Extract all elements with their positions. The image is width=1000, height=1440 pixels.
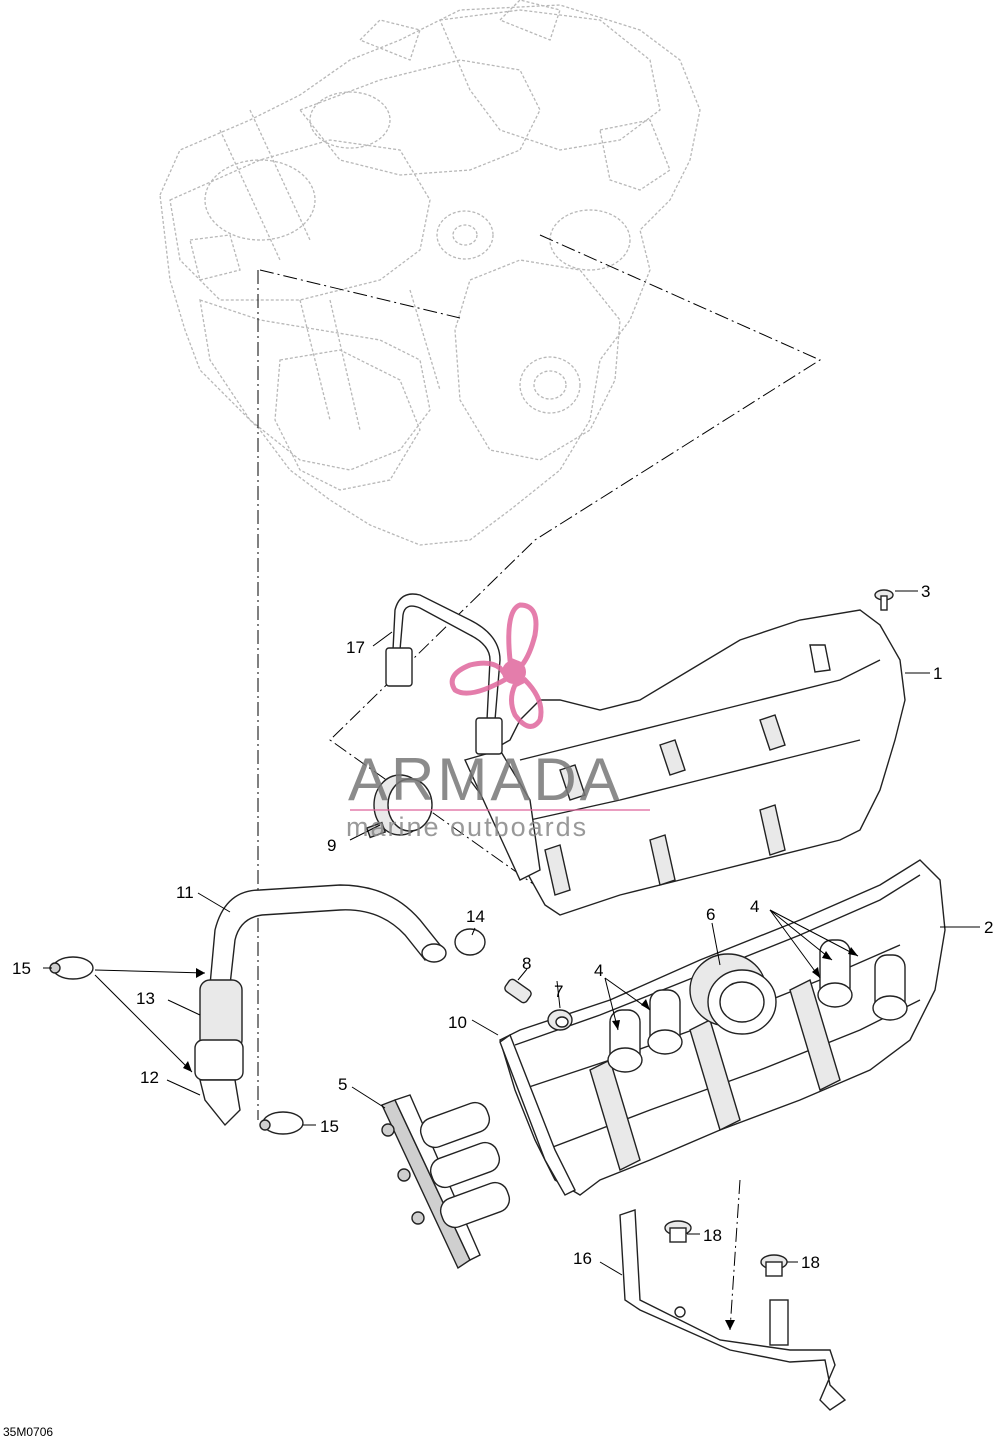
callout-17: 17 xyxy=(346,638,365,657)
callout-7: 7 xyxy=(554,982,563,1001)
engine-illustration xyxy=(159,0,701,546)
leader-lines xyxy=(43,590,980,1330)
fittings xyxy=(504,978,573,1031)
watermark-tagline: marine outboards xyxy=(346,812,588,842)
air-box-seal xyxy=(499,1033,576,1196)
callout-8: 8 xyxy=(522,954,531,973)
callout-15-right: 15 xyxy=(320,1117,339,1136)
screw xyxy=(874,589,894,611)
callout-5: 5 xyxy=(338,1075,347,1094)
callout-14: 14 xyxy=(466,907,485,926)
callout-11: 11 xyxy=(176,883,194,902)
air-box-cover xyxy=(464,609,906,916)
callout-16: 16 xyxy=(573,1249,592,1268)
grommet xyxy=(365,774,433,839)
mounting-bracket xyxy=(619,1209,847,1411)
hose-clamps xyxy=(49,928,486,1135)
flame-arrester xyxy=(381,1094,511,1270)
callout-18-right: 18 xyxy=(801,1253,820,1272)
breather-hose xyxy=(194,884,447,1127)
callout-12: 12 xyxy=(140,1068,159,1087)
intake-tubes xyxy=(607,939,908,1073)
callout-3: 3 xyxy=(921,582,930,601)
callout-1: 1 xyxy=(933,664,942,683)
callout-18-left: 18 xyxy=(703,1226,722,1245)
callout-2: 2 xyxy=(984,918,993,937)
watermark-brand: ARMADA xyxy=(348,746,623,813)
callout-15-left: 15 xyxy=(12,959,31,978)
callout-6: 6 xyxy=(706,905,715,924)
diagram-code: 35M0706 xyxy=(3,1425,53,1439)
callout-9: 9 xyxy=(327,836,336,855)
propeller-logo xyxy=(449,602,544,729)
intake-coupling xyxy=(689,953,777,1035)
callout-4-right: 4 xyxy=(750,897,759,916)
retaining-strap xyxy=(385,593,503,755)
phantom-lines xyxy=(257,234,822,1331)
bolts xyxy=(664,1220,788,1277)
callout-4-left: 4 xyxy=(594,961,603,980)
callout-13: 13 xyxy=(136,989,155,1008)
callout-10: 10 xyxy=(448,1013,467,1032)
callout-labels: 1 2 3 4 4 5 6 7 8 9 10 11 12 13 14 15 15… xyxy=(12,582,993,1272)
watermark: ARMADA marine outboards xyxy=(346,602,650,842)
